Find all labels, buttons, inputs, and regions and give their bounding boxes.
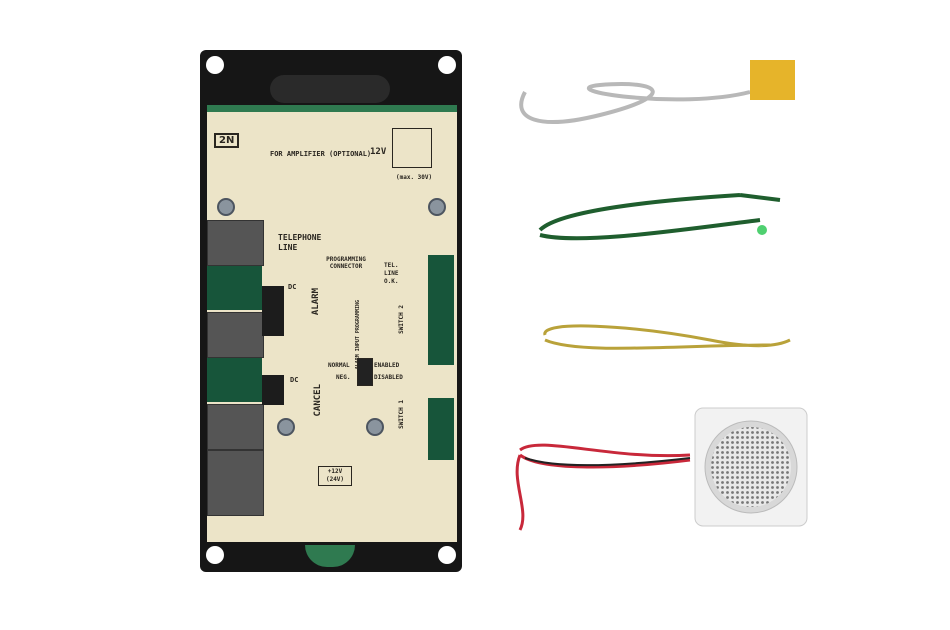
max-voltage-label: (max. 30V) (396, 174, 433, 181)
disabled-label: DISABLED (374, 374, 403, 381)
grey-cable (519, 60, 795, 124)
tel-line-ok-label: TEL. LINE O.K. (384, 262, 399, 285)
screw (217, 198, 235, 216)
screw (428, 198, 446, 216)
cancel-connector (262, 375, 284, 405)
yellow-connector (750, 60, 795, 100)
switch1-label: SWITCH 1 (398, 400, 405, 429)
switch2-label: SWITCH 2 (398, 305, 405, 334)
terminal-block (207, 220, 264, 266)
programming-connector (262, 286, 284, 336)
mount-hole (438, 56, 456, 74)
voltage-label: 12V (370, 147, 387, 157)
mount-hole (206, 546, 224, 564)
dc-label: DC (290, 376, 299, 384)
mount-hole (206, 56, 224, 74)
terminal-block (207, 450, 264, 516)
jumper-area (207, 266, 262, 310)
screw (277, 418, 295, 436)
speaker-mount (270, 75, 390, 103)
mount-hole (438, 546, 456, 564)
relay-board (428, 398, 454, 460)
normal-label: NORMAL (328, 362, 350, 369)
cancel-label: CANCEL (313, 384, 323, 417)
yellow-cable (543, 324, 791, 350)
alarm-label: ALARM (311, 288, 321, 316)
green-cable (538, 193, 781, 241)
neg-label: NEG. (336, 374, 351, 381)
dc-label: DC (288, 283, 297, 291)
cables-svg (515, 60, 808, 531)
brand-logo: 2N (214, 133, 240, 148)
power-terminal (392, 128, 432, 168)
red-cable (515, 443, 691, 531)
terminal-block (207, 312, 264, 358)
green-led (757, 225, 767, 235)
power-label: +12V (24V) (318, 466, 352, 486)
telephone-line-label: TELEPHONE LINE (278, 233, 322, 252)
screw (366, 418, 384, 436)
amplifier-label: FOR AMPLIFIER (OPTIONAL) (270, 150, 372, 158)
speaker (694, 407, 808, 527)
programming-connector-label: PROGRAMMING CONNECTOR (326, 256, 366, 270)
jumper-area (207, 358, 262, 402)
indicator-led (305, 545, 355, 567)
terminal-block (207, 404, 264, 450)
dip-switch (357, 358, 373, 386)
enabled-label: ENABLED (374, 362, 400, 369)
relay-board (428, 255, 454, 365)
